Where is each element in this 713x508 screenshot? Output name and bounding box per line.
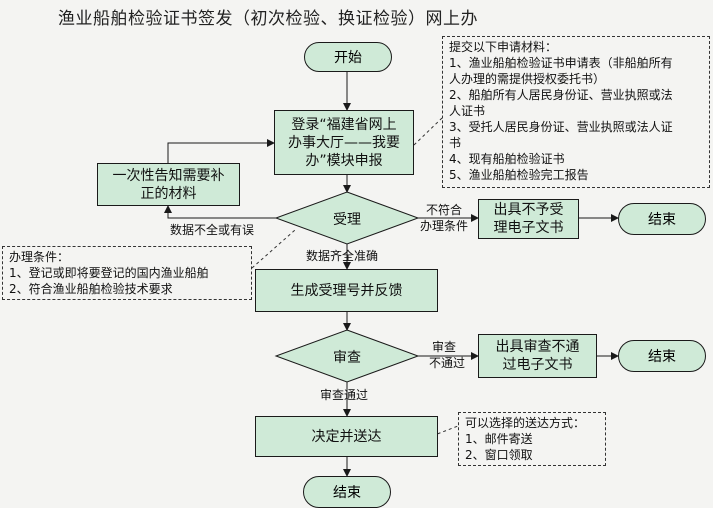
edge-label-nonconform-2: 办理条件 — [420, 219, 469, 233]
note-link-delivery — [431, 425, 459, 437]
delivery-note-title: 可以选择的送达方式： — [465, 416, 586, 430]
edge-notify-login — [167, 139, 275, 163]
review-label: 审查 — [333, 350, 361, 366]
delivery-note: 可以选择的送达方式： 1、邮件寄送 2、窗口领取 — [458, 412, 606, 466]
delivery-item: 1、邮件寄送 — [465, 432, 533, 446]
edge-label-fail-1: 审查 — [432, 340, 457, 354]
note-link-materials — [413, 117, 443, 146]
materials-item: 人办理的需提供授权委托书） — [449, 72, 606, 86]
notify-supplement-box: 一次性告知需要补正的材料 — [97, 163, 240, 206]
end-node-1: 结束 — [618, 203, 706, 235]
conditions-note: 办理条件： 1、登记或即将要登记的国内渔业船舶 2、符合渔业船舶检验技术要求 — [2, 246, 252, 300]
edge-label-fail-2: 不通过 — [429, 356, 466, 370]
conditions-item: 1、登记或即将要登记的国内渔业船舶 — [9, 266, 209, 280]
materials-note: 提交以下申请材料： 1、渔业船舶检验证书申请表（非船舶所有 人办理的需提供授权委… — [442, 36, 710, 188]
conditions-note-title: 办理条件： — [9, 250, 70, 264]
materials-item: 3、受托人居民身份证、营业执照或法人证 — [449, 120, 673, 134]
materials-item: 5、渔业船舶检验完工报告 — [449, 168, 589, 182]
note-link-conditions — [251, 229, 296, 269]
materials-item: 1、渔业船舶检验证书申请表（非船舶所有 — [449, 56, 673, 70]
end-node-3: 结束 — [303, 476, 391, 508]
reject-doc-box: 出具不予受理电子文书 — [478, 199, 579, 239]
edge-label-complete: 数据齐全准确 — [306, 249, 379, 263]
review-fail-doc-box: 出具审查不通过电子文书 — [478, 334, 597, 378]
end-node-2: 结束 — [618, 340, 706, 372]
page-title: 渔业船舶检验证书签发（初次检验、换证检验）网上办 — [58, 9, 478, 29]
materials-item: 2、船舶所有人居民身份证、营业执照或法 — [449, 88, 673, 102]
conditions-item: 2、符合渔业船舶检验技术要求 — [9, 282, 173, 296]
materials-item: 人证书 — [449, 104, 486, 118]
edge-label-incomplete: 数据不全或有误 — [170, 223, 255, 237]
login-declare-box: 登录“福建省网上办事大厅——我要办”模块申报 — [274, 110, 414, 175]
generate-receipt-box: 生成受理号并反馈 — [255, 269, 438, 312]
materials-note-title: 提交以下申请材料： — [449, 40, 558, 54]
start-node: 开始 — [304, 42, 392, 72]
edge-label-nonconform-1: 不符合 — [426, 203, 463, 217]
delivery-item: 2、窗口领取 — [465, 448, 533, 462]
materials-item: 4、现有船舶检验证书 — [449, 152, 565, 166]
accept-label: 受理 — [333, 212, 361, 228]
edge-label-pass: 审查通过 — [320, 388, 369, 402]
edge-accept-notify — [164, 205, 276, 219]
materials-item: 书 — [449, 136, 462, 150]
decide-deliver-box: 决定并送达 — [255, 416, 438, 457]
